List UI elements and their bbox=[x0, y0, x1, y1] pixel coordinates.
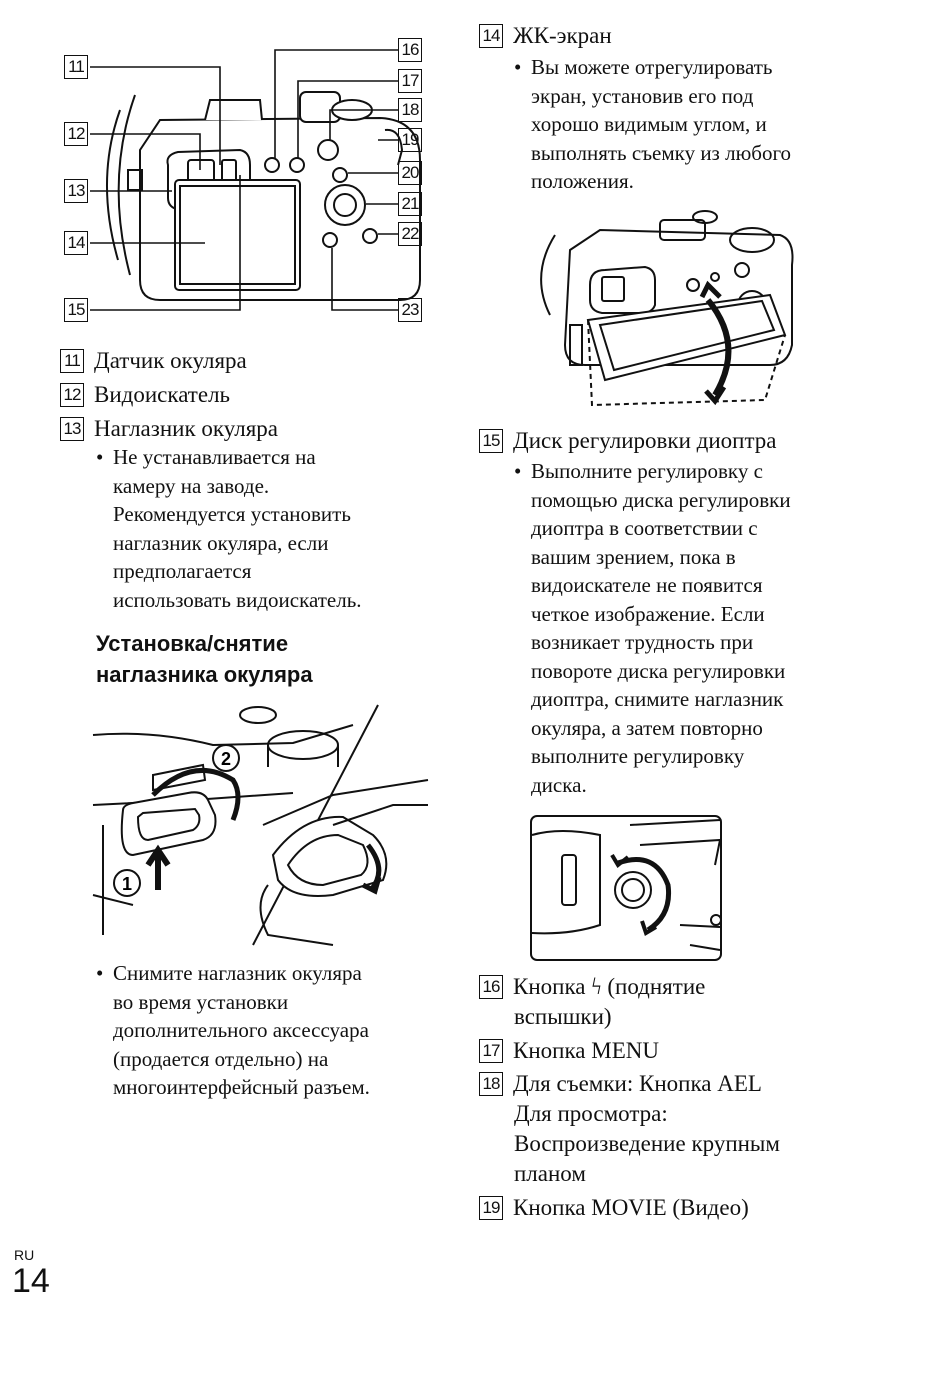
line: использовать видоискатель. bbox=[113, 587, 362, 612]
line: хорошо видимым углом, и bbox=[531, 112, 767, 136]
item-label: Датчик окуляра bbox=[94, 348, 247, 373]
item13-note: • Не устанавливается на камеру на заводе… bbox=[96, 443, 362, 614]
heading-line: наглазника окуляра bbox=[96, 662, 313, 687]
item-number: 19 bbox=[479, 1195, 503, 1220]
item-16: 16 Кнопка ϟ (поднятие вспышки) bbox=[479, 972, 705, 1032]
item-label-cont: Для просмотра: bbox=[514, 1101, 668, 1126]
callout-23: 23 bbox=[398, 298, 422, 322]
heading-line: Установка/снятие bbox=[96, 631, 289, 656]
tilt-lcd-illustration bbox=[540, 210, 794, 407]
line: Выполните регулировку с bbox=[531, 459, 763, 483]
page-number: 14 bbox=[12, 1262, 50, 1300]
page-language: RU bbox=[14, 1247, 35, 1263]
callout-14: 14 bbox=[64, 231, 88, 255]
line: четкое изображение. Если bbox=[531, 601, 765, 626]
step-2-label: 2 bbox=[221, 749, 231, 769]
line: Вы можете отрегулировать bbox=[531, 55, 773, 79]
callout-18: 18 bbox=[398, 98, 422, 122]
item-11: 11 Датчик окуляра bbox=[60, 346, 247, 376]
item14-note: • Вы можете отрегулировать экран, устано… bbox=[514, 53, 792, 196]
item-label: Видоискатель bbox=[94, 382, 231, 407]
item-label: ЖК-экран bbox=[513, 23, 612, 48]
item-17: 17 Кнопка MENU bbox=[479, 1036, 659, 1066]
line: положения. bbox=[531, 169, 634, 193]
item-number: 14 bbox=[479, 23, 503, 48]
line: диоптра в соответствии с bbox=[531, 516, 758, 540]
eyecup-illustration: 1 2 bbox=[92, 704, 429, 946]
line: Не устанавливается на bbox=[113, 445, 316, 469]
item-number: 17 bbox=[479, 1038, 503, 1063]
item-14: 14 ЖК-экран bbox=[479, 21, 612, 51]
line: во время установки bbox=[113, 989, 289, 1014]
line: видоискателе не появится bbox=[531, 573, 763, 597]
line: диоптра, снимите наглазник bbox=[531, 687, 784, 711]
item-label: Диск регулировки диоптра bbox=[513, 428, 777, 453]
callout-22: 22 bbox=[398, 222, 422, 246]
line: помощью диска регулировки bbox=[531, 487, 791, 512]
line: повороте диска регулировки bbox=[531, 658, 786, 683]
item-label: Кнопка ϟ (поднятие bbox=[513, 974, 706, 999]
line: камеру на заводе. bbox=[113, 473, 270, 498]
line: дополнительного аксессуара bbox=[113, 1018, 369, 1042]
item-number: 16 bbox=[479, 974, 503, 999]
line: предполагается bbox=[113, 559, 252, 583]
item-number: 15 bbox=[479, 428, 503, 453]
callout-12: 12 bbox=[64, 122, 88, 146]
line: многоинтерфейсный разъем. bbox=[113, 1075, 370, 1099]
callout-17: 17 bbox=[398, 69, 422, 93]
item-label: Наглазник окуляра bbox=[94, 416, 278, 441]
item-number: 13 bbox=[60, 416, 84, 441]
line: наглазник окуляра, если bbox=[113, 530, 329, 555]
callout-20: 20 bbox=[398, 161, 422, 185]
line: Рекомендуется установить bbox=[113, 502, 351, 526]
item-19: 19 Кнопка MOVIE (Видео) bbox=[479, 1193, 749, 1223]
step-1-label: 1 bbox=[122, 874, 132, 894]
item-label-cont: планом bbox=[514, 1161, 586, 1186]
line: (продается отдельно) на bbox=[113, 1046, 329, 1071]
line: выполнять съемку из любого bbox=[531, 140, 792, 165]
callout-19: 19 bbox=[398, 128, 422, 152]
item-label: Для съемки: Кнопка AEL bbox=[513, 1071, 762, 1096]
callout-16: 16 bbox=[398, 38, 422, 62]
line: вашим зрением, пока в bbox=[531, 544, 736, 569]
eyecup-heading: Установка/снятие наглазника окуляра bbox=[96, 628, 313, 690]
item15-note: • Выполните регулировку с помощью диска … bbox=[514, 457, 791, 799]
callout-15: 15 bbox=[64, 298, 88, 322]
line: окуляра, а затем повторно bbox=[531, 715, 763, 740]
diopter-dial-illustration bbox=[530, 815, 722, 961]
line: диска. bbox=[531, 772, 587, 797]
line: выполните регулировку bbox=[531, 744, 745, 768]
callout-21: 21 bbox=[398, 192, 422, 216]
item-number: 12 bbox=[60, 382, 84, 407]
item-number: 11 bbox=[60, 348, 84, 373]
line: Снимите наглазник окуляра bbox=[113, 961, 362, 985]
item-12: 12 Видоискатель bbox=[60, 380, 230, 410]
item-number: 18 bbox=[479, 1071, 503, 1096]
item-label-cont: Воспроизведение крупным bbox=[514, 1131, 780, 1156]
line: возникает трудность при bbox=[531, 630, 754, 654]
callout-13: 13 bbox=[64, 179, 88, 203]
item-label: Кнопка MENU bbox=[513, 1038, 659, 1063]
item-15: 15 Диск регулировки диоптра bbox=[479, 426, 777, 456]
item-label-cont: вспышки) bbox=[514, 1004, 612, 1029]
callout-11: 11 bbox=[64, 55, 88, 79]
item-label: Кнопка MOVIE (Видео) bbox=[513, 1195, 749, 1220]
line: экран, установив его под bbox=[531, 83, 754, 108]
eyecup-note: • Снимите наглазник окуляра во время уст… bbox=[96, 959, 370, 1102]
item-13: 13 Наглазник окуляра bbox=[60, 414, 278, 444]
